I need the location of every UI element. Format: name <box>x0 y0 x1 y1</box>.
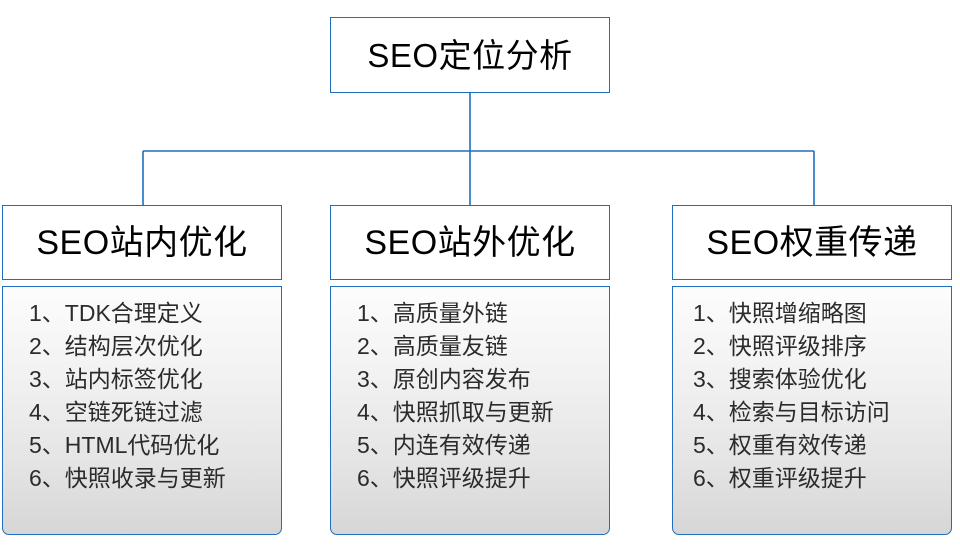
root-node-title: SEO定位分析 <box>367 36 573 74</box>
branch-header-seo-offsite[interactable]: SEO站外优化 <box>330 205 610 280</box>
list-item: 2、高质量友链 <box>357 333 508 359</box>
list-item: 1、快照增缩略图 <box>693 300 867 326</box>
list-item: 2、快照评级排序 <box>693 333 867 359</box>
branch-header-seo-weight[interactable]: SEO权重传递 <box>672 205 952 280</box>
list-item: 5、权重有效传递 <box>693 432 867 458</box>
branch-header-title: SEO权重传递 <box>706 223 918 262</box>
list-item: 1、TDK合理定义 <box>29 300 203 326</box>
list-item: 1、高质量外链 <box>357 300 508 326</box>
list-item: 5、内连有效传递 <box>357 432 531 458</box>
list-item: 3、站内标签优化 <box>29 366 203 392</box>
list-item: 3、原创内容发布 <box>357 366 531 392</box>
branch-header-title: SEO站内优化 <box>36 223 248 262</box>
branch-seo-offsite: SEO站外优化 1、高质量外链 2、高质量友链 3、原创内容发布 4、快照抓取与… <box>330 205 610 535</box>
root-node[interactable]: SEO定位分析 <box>330 17 610 93</box>
list-item: 3、搜索体验优化 <box>693 366 867 392</box>
list-item: 6、权重评级提升 <box>693 465 867 491</box>
list-item: 4、检索与目标访问 <box>693 399 890 425</box>
branch-header-seo-onsite[interactable]: SEO站内优化 <box>2 205 282 280</box>
branch-body-seo-offsite: 1、高质量外链 2、高质量友链 3、原创内容发布 4、快照抓取与更新 5、内连有… <box>330 286 610 535</box>
branch-body-seo-weight: 1、快照增缩略图 2、快照评级排序 3、搜索体验优化 4、检索与目标访问 5、权… <box>672 286 952 535</box>
list-item: 4、快照抓取与更新 <box>357 399 554 425</box>
branch-header-title: SEO站外优化 <box>364 223 576 262</box>
list-item: 6、快照收录与更新 <box>29 465 226 491</box>
branch-seo-weight: SEO权重传递 1、快照增缩略图 2、快照评级排序 3、搜索体验优化 4、检索与… <box>672 205 952 535</box>
list-item: 4、空链死链过滤 <box>29 399 203 425</box>
branch-seo-onsite: SEO站内优化 1、TDK合理定义 2、结构层次优化 3、站内标签优化 4、空链… <box>2 205 282 535</box>
list-item: 2、结构层次优化 <box>29 333 203 359</box>
list-item: 6、快照评级提升 <box>357 465 531 491</box>
branch-body-seo-onsite: 1、TDK合理定义 2、结构层次优化 3、站内标签优化 4、空链死链过滤 5、H… <box>2 286 282 535</box>
list-item: 5、HTML代码优化 <box>29 432 220 458</box>
